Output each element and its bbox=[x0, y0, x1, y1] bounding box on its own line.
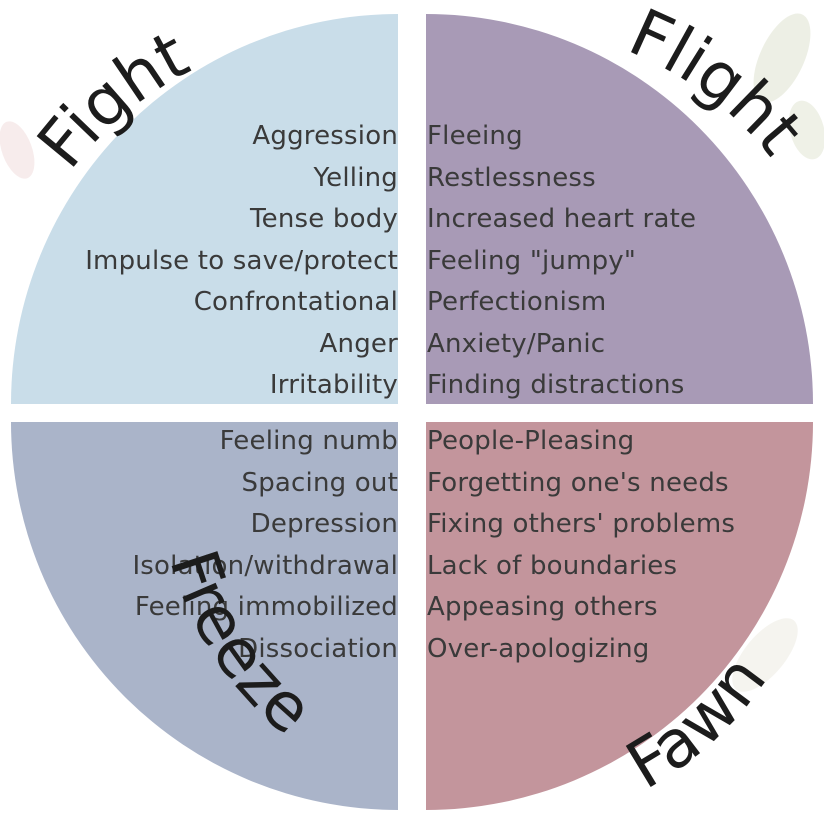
fight-title: Fight bbox=[23, 16, 201, 182]
freeze-item: Isolation/withdrawal bbox=[132, 550, 398, 581]
fight-item: Anger bbox=[319, 328, 398, 359]
flight-item: Restlessness bbox=[427, 162, 596, 193]
fight-item: Irritability bbox=[269, 370, 398, 400]
fight-item: Impulse to save/protect bbox=[85, 245, 398, 276]
fight-item: Tense body bbox=[249, 204, 398, 234]
freeze-item: Feeling immobilized bbox=[134, 592, 398, 622]
fawn-title: Fawn bbox=[614, 641, 781, 804]
fawn-item: People-Pleasing bbox=[427, 426, 635, 456]
fawn-item: Fixing others' problems bbox=[427, 509, 736, 539]
flight-title-text: Flight bbox=[619, 0, 818, 169]
fawn-item: Over-apologizing bbox=[427, 633, 650, 664]
freeze-item: Feeling numb bbox=[219, 426, 398, 456]
freeze-item: Dissociation bbox=[238, 633, 398, 664]
flight-item: Feeling "jumpy" bbox=[427, 245, 637, 276]
fight-item: Yelling bbox=[313, 162, 398, 193]
freeze-title-text: Freeze bbox=[154, 541, 327, 749]
flight-item: Anxiety/Panic bbox=[427, 328, 606, 359]
flight-title: Flight bbox=[619, 0, 818, 169]
flight-item: Perfectionism bbox=[427, 287, 607, 317]
freeze-title: Freeze bbox=[154, 541, 327, 749]
fawn-item: Appeasing others bbox=[427, 592, 658, 622]
flight-item: Finding distractions bbox=[427, 370, 685, 400]
fawn-title-text: Fawn bbox=[614, 641, 781, 804]
flight-item: Fleeing bbox=[427, 121, 523, 151]
fawn-item: Forgetting one's needs bbox=[427, 467, 729, 498]
fight-title-text: Fight bbox=[23, 16, 201, 182]
fight-item: Aggression bbox=[252, 121, 398, 151]
fawn-item: Lack of boundaries bbox=[427, 550, 678, 581]
freeze-item: Depression bbox=[250, 509, 398, 539]
fight-item: Confrontational bbox=[193, 287, 398, 317]
flight-item: Increased heart rate bbox=[427, 204, 697, 234]
freeze-item: Spacing out bbox=[241, 467, 398, 498]
